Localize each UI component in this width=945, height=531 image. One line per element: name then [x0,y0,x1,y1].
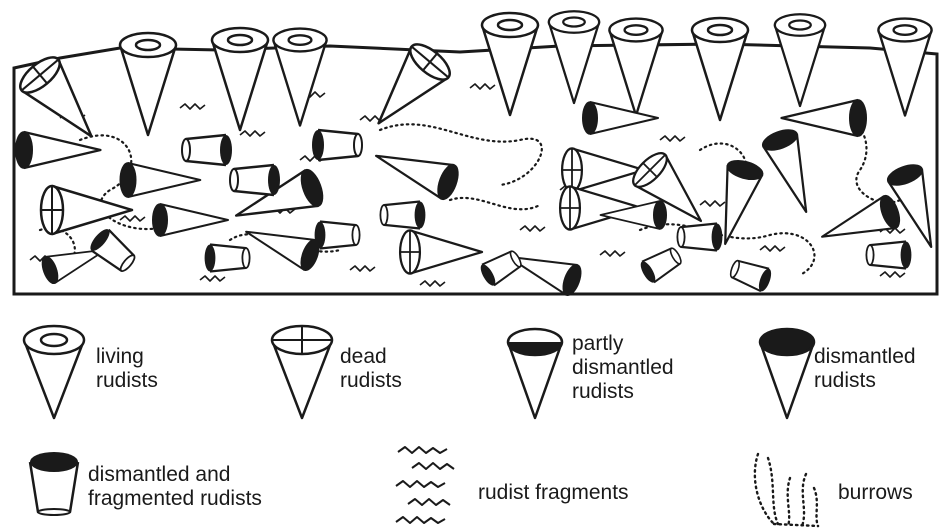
fragments-label: rudist fragments [478,481,629,505]
burrows-icon [748,448,828,530]
dismantled-rudist-icon [752,322,822,422]
fragmented-label-2: fragmented rudists [88,487,262,511]
dead-label-2: rudists [340,369,402,393]
partly-dismantled-rudist-icon [500,322,570,422]
reef-cross-section [0,0,945,300]
partly-label-3: rudists [572,380,634,404]
living-label-1: living [96,345,144,369]
dismantled-label-2: rudists [814,369,876,393]
fragmented-label-1: dismantled and [88,463,230,487]
rudist-fragments-icon [392,440,472,530]
dead-label-1: dead [340,345,387,369]
living-label-2: rudists [96,369,158,393]
dismantled-fragmented-rudist-icon [24,448,84,518]
partly-label-1: partly [572,332,623,356]
partly-label-2: dismantled [572,356,674,380]
burrows-label: burrows [838,481,913,505]
dismantled-label-1: dismantled [814,345,916,369]
living-rudist-icon [14,322,94,422]
dead-rudist-icon [262,322,342,422]
